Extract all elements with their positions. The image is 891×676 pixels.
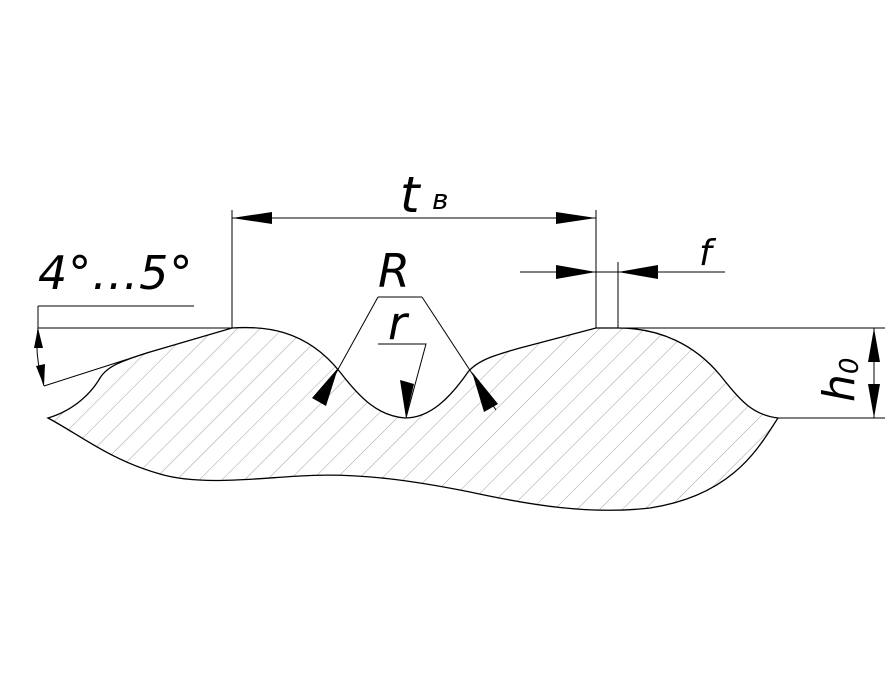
pitch-subscript: в xyxy=(432,183,449,216)
pitch-arrow-right xyxy=(556,212,596,224)
angle-arrow-bottom xyxy=(36,364,45,386)
height-subscript: 0 xyxy=(835,357,865,375)
big-radius-label: R xyxy=(378,244,410,298)
small-radius-label: r xyxy=(388,296,407,350)
radius-arrow-left xyxy=(312,368,338,406)
height-arrow-top xyxy=(868,328,880,362)
angle-ext-slope xyxy=(43,351,151,387)
flat-arrow-right xyxy=(618,265,658,279)
height-arrow-bottom xyxy=(868,384,880,418)
angle-arrow-top xyxy=(34,328,43,348)
radius-arrow-right xyxy=(472,372,498,412)
flat-arrow-left xyxy=(556,265,596,279)
height-label: h0 xyxy=(814,357,865,402)
angle-label: 4°...5° xyxy=(38,246,194,300)
hatched-section xyxy=(46,326,780,511)
pitch-label: t xyxy=(400,166,420,224)
small-radius-arrow xyxy=(400,380,414,418)
small-radius-leader xyxy=(378,343,427,419)
pitch-arrow-left xyxy=(232,212,272,224)
flat-label: f xyxy=(699,233,712,274)
height-label-main: h xyxy=(814,374,865,402)
